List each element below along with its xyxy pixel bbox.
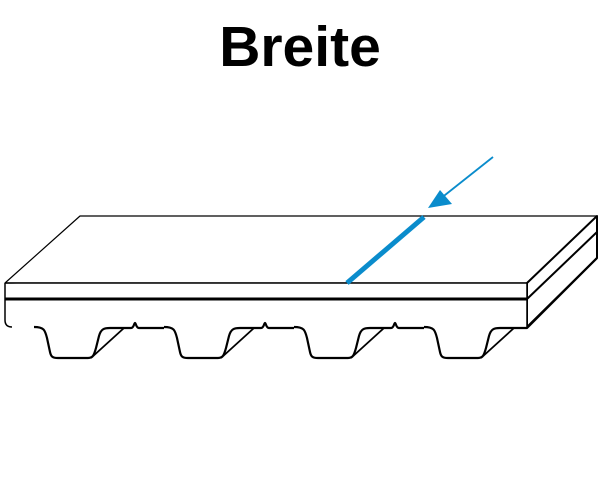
belt-tooth	[293, 325, 371, 360]
belt-tooth-side-edge	[220, 327, 255, 359]
arrow-icon	[428, 156, 494, 208]
belt-top-face	[4, 215, 598, 284]
timing-belt	[4, 215, 598, 360]
diagram-title: Breite	[219, 15, 381, 79]
belt-tooth-side-edge	[480, 327, 515, 359]
belt-tooth-side-edge	[90, 327, 125, 359]
belt-tooth	[33, 325, 111, 360]
belt-front-face	[4, 282, 528, 328]
belt-bottom-edge	[500, 257, 598, 330]
belt-tooth	[423, 325, 501, 360]
belt-tooth-notch	[240, 321, 294, 330]
width-indicator-line	[345, 215, 426, 285]
belt-side-layer-line	[526, 231, 598, 300]
belt-tooth-side-edge	[350, 327, 385, 359]
belt-tooth	[163, 325, 241, 360]
belt-tooth-notch	[370, 321, 424, 330]
belt-tooth-notch	[110, 321, 164, 330]
